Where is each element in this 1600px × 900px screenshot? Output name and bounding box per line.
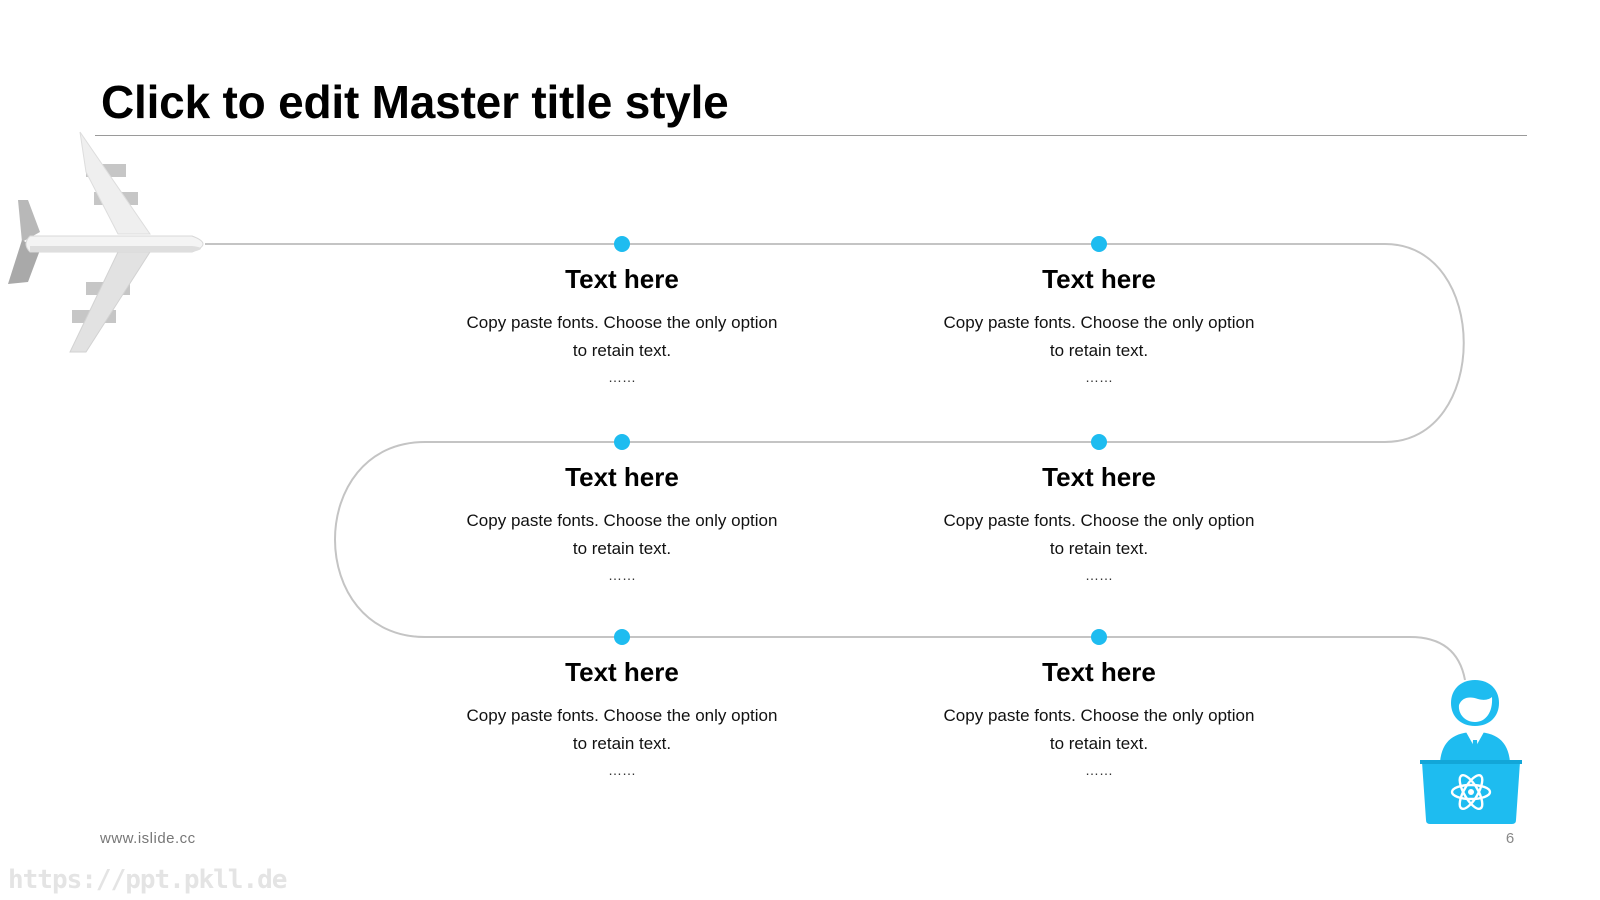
- slide-title[interactable]: Click to edit Master title style: [101, 76, 729, 128]
- footer-url: www.islide.cc: [100, 830, 196, 847]
- milestone-description[interactable]: Copy paste fonts. Choose the only option…: [412, 309, 832, 387]
- timeline-path: [205, 243, 1466, 681]
- milestone-card[interactable]: Text here Copy paste fonts. Choose the o…: [889, 656, 1309, 780]
- milestone-dot[interactable]: [1091, 434, 1107, 450]
- milestone-dot[interactable]: [614, 236, 630, 252]
- milestone-card[interactable]: Text here Copy paste fonts. Choose the o…: [412, 263, 832, 387]
- milestone-title[interactable]: Text here: [1042, 657, 1156, 687]
- milestone-title[interactable]: Text here: [1042, 462, 1156, 492]
- milestone-dot[interactable]: [614, 434, 630, 450]
- description-line: to retain text.: [1049, 341, 1149, 360]
- description-line: to retain text.: [572, 539, 672, 558]
- scientist-laptop-icon: [1420, 680, 1522, 824]
- airplane-icon: [8, 131, 204, 353]
- description-line: to retain text.: [1049, 734, 1149, 753]
- description-line: Copy paste fonts. Choose the only option: [466, 511, 778, 530]
- ellipsis: ……: [1085, 567, 1113, 583]
- milestone-dot[interactable]: [1091, 236, 1107, 252]
- milestone-card[interactable]: Text here Copy paste fonts. Choose the o…: [889, 461, 1309, 585]
- description-line: Copy paste fonts. Choose the only option: [943, 313, 1255, 332]
- milestone-description[interactable]: Copy paste fonts. Choose the only option…: [412, 507, 832, 585]
- milestone-dot[interactable]: [614, 629, 630, 645]
- description-line: Copy paste fonts. Choose the only option: [466, 313, 778, 332]
- ellipsis: ……: [608, 567, 636, 583]
- ellipsis: ……: [608, 369, 636, 385]
- page-number: 6: [1505, 830, 1515, 847]
- atom-icon: [1450, 773, 1492, 811]
- description-line: to retain text.: [1049, 539, 1149, 558]
- milestone-title[interactable]: Text here: [565, 657, 679, 687]
- description-line: Copy paste fonts. Choose the only option: [943, 511, 1255, 530]
- watermark: https://ppt.pkll.de: [8, 865, 287, 895]
- milestone-description[interactable]: Copy paste fonts. Choose the only option…: [412, 702, 832, 780]
- milestone-description[interactable]: Copy paste fonts. Choose the only option…: [889, 309, 1309, 387]
- description-line: Copy paste fonts. Choose the only option: [943, 706, 1255, 725]
- ellipsis: ……: [1085, 762, 1113, 778]
- milestone-card[interactable]: Text here Copy paste fonts. Choose the o…: [412, 656, 832, 780]
- milestone-title[interactable]: Text here: [565, 462, 679, 492]
- milestone-dot[interactable]: [1091, 629, 1107, 645]
- description-line: to retain text.: [572, 734, 672, 753]
- title-divider: [95, 135, 1527, 136]
- milestone-description[interactable]: Copy paste fonts. Choose the only option…: [889, 702, 1309, 780]
- milestone-card[interactable]: Text here Copy paste fonts. Choose the o…: [889, 263, 1309, 387]
- ellipsis: ……: [608, 762, 636, 778]
- description-line: to retain text.: [572, 341, 672, 360]
- milestone-title[interactable]: Text here: [565, 264, 679, 294]
- milestone-description[interactable]: Copy paste fonts. Choose the only option…: [889, 507, 1309, 585]
- ellipsis: ……: [1085, 369, 1113, 385]
- description-line: Copy paste fonts. Choose the only option: [466, 706, 778, 725]
- milestone-title[interactable]: Text here: [1042, 264, 1156, 294]
- milestone-card[interactable]: Text here Copy paste fonts. Choose the o…: [412, 461, 832, 585]
